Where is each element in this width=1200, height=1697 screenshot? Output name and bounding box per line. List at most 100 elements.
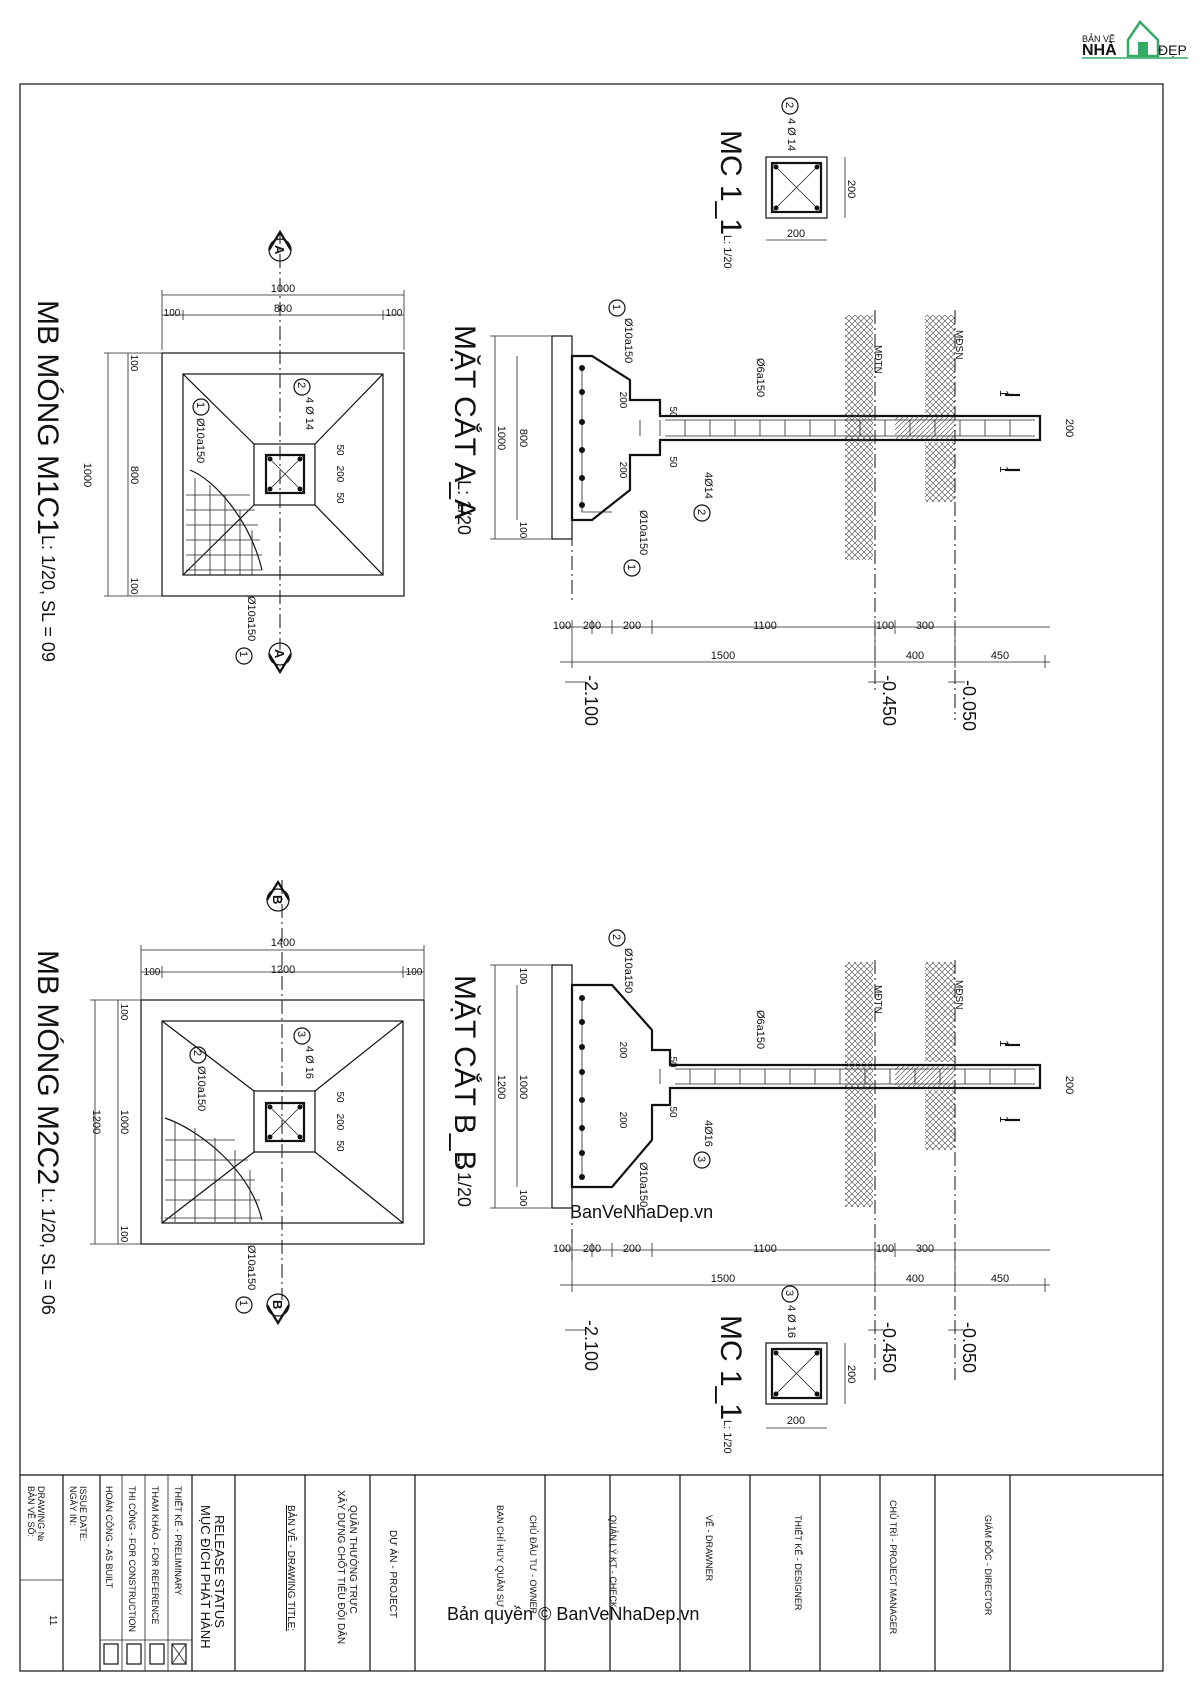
step-a-top: 200 [617, 1042, 628, 1059]
drawing-title-line1: XÂY DỰNG CHỐT TIỂU ĐỘI DÂN [335, 1490, 349, 1644]
soil-ground [845, 315, 873, 560]
rebar-label-2: 4 Ø 14 [303, 397, 315, 430]
status-preliminary: THIẾT KẾ - PRELIMINARY [173, 1486, 183, 1595]
ground-label: MĐTN [872, 345, 883, 374]
mc-bars: 4 Ø 16 [785, 1305, 797, 1338]
dim-v-2: 100 [517, 522, 528, 539]
column [264, 1101, 306, 1143]
rebar-tag-2: 2 [191, 1050, 203, 1056]
owner-name: BAN CHỈ HUY QUÂN SỰ [495, 1505, 506, 1608]
column-pedestal [253, 443, 316, 506]
status-construction: THI CÔNG - FOR CONSTRUCTION [127, 1486, 137, 1632]
mc-bottom: 200 200 3 4 Ø 16 MC 1_1 L: 1/20 [714, 1285, 857, 1454]
dim-edge-right: 100 [406, 967, 423, 978]
plan-m1c1: 1000 800 100 100 1000 800 100 100 50 200… [31, 229, 405, 675]
dim-mid-top: 800 [274, 303, 292, 315]
level-2: -0.450 [879, 1322, 899, 1373]
mc-dim-h: 200 [787, 228, 805, 240]
logo-right-text: ĐẸP [1158, 42, 1187, 58]
dim-total-left: 1000 [81, 463, 93, 487]
mc-scale: L: 1/20 [721, 235, 733, 269]
dim-edge-top: 100 [128, 355, 139, 372]
top-bar-label: Ø10a150 [622, 318, 634, 363]
checkbox-reference [149, 1643, 165, 1665]
dim-r1-1: 200 [583, 620, 601, 632]
dim-total-top: 1400 [271, 937, 295, 949]
section-marker-bottom: A [272, 649, 287, 659]
dim-edge-right: 100 [386, 308, 403, 319]
mc-bars: 4 Ø 14 [785, 118, 797, 151]
dim-total-top: 1000 [271, 283, 295, 295]
drawing-no-label-vi: BẢN VẼ SỐ: [26, 1486, 37, 1537]
rebar-tag-1: 1 [237, 1300, 249, 1306]
drawner-label: VẼ - DRAWNER [704, 1515, 714, 1582]
dim-r1-2: 200 [623, 1243, 641, 1255]
watermark-bottom: Bản quyền © BanVeNhaDep.vn [447, 1604, 699, 1624]
drawing-title-label: BẢN VẼ - DRAWING TITLE: [285, 1505, 298, 1631]
col-dim-c: 50 [334, 1140, 345, 1152]
mc-tag: 3 [783, 1290, 795, 1296]
owner-label: CHỦ ĐẦU TƯ - OWNER [528, 1515, 539, 1615]
dim-r2-0: 1500 [711, 650, 735, 662]
bars-tag: 3 [695, 1156, 707, 1162]
checkbox-preliminary [171, 1643, 187, 1665]
check-label: QUẢN LÝ KT - CHECK [608, 1515, 619, 1608]
pm-label: CHỦ TRÌ - PROJECT MANAGER [888, 1500, 899, 1635]
issue-date-label-vi: NGÀY IN: [68, 1486, 78, 1525]
title-block: BẢN VẼ SỐ: DRAWING № 11 NGÀY IN: ISSUE D… [20, 1474, 1163, 1671]
soil-ground [845, 962, 873, 1207]
soil-floor-bottom [925, 1090, 955, 1150]
dim-edge-bottom: 100 [128, 578, 139, 595]
release-title-en: RELEASE STATUS [212, 1515, 227, 1628]
dim-r2-1: 400 [906, 1273, 924, 1285]
bottom-bar-label: Ø10a150 [637, 510, 649, 555]
step-b-top: 50 [667, 406, 678, 418]
drawing-no-label-en: DRAWING № [36, 1486, 46, 1542]
dim-r2-2: 450 [991, 1273, 1009, 1285]
mc-dim-v: 200 [845, 180, 857, 198]
lean-concrete [551, 335, 573, 540]
mc-dim-h: 200 [787, 1415, 805, 1427]
mc-tag: 2 [783, 102, 795, 108]
col-dim-b: 200 [334, 466, 345, 483]
rebar-label-bottom: Ø10a150 [245, 596, 257, 641]
rebar-tag-bottom: 1 [237, 651, 249, 657]
section-marker-top: B [270, 895, 285, 904]
rebar-tag-1: 1 [194, 402, 206, 408]
plan-scale: L: 1/20, SL = 09 [38, 535, 58, 662]
dim-mid-left: 800 [128, 466, 140, 484]
mc-dim-v: 200 [845, 1365, 857, 1383]
drawing-title-line2: QUÂN THƯỜNG TRỰC [347, 1505, 360, 1614]
soil-floor-bottom [925, 442, 955, 502]
dim-r1-3: 1100 [753, 620, 777, 632]
section-marker-top: A [272, 245, 287, 255]
check-mark-icon [171, 1643, 187, 1665]
floor-label: MĐSN [953, 330, 964, 359]
watermark-center: BanVeNhaDep.vn [570, 1202, 713, 1222]
bars-tag: 2 [695, 509, 707, 515]
floor-slab [895, 1065, 955, 1088]
step-a-bottom: 200 [617, 1112, 628, 1129]
dim-edge-top: 100 [118, 1004, 129, 1021]
bottom-bar-label: Ø10a150 [637, 1162, 649, 1207]
top-bar-tag: 2 [610, 934, 622, 940]
col-width: 200 [1063, 419, 1075, 437]
rebar-label-2: Ø10a150 [195, 1066, 207, 1111]
drawing-no-value: 11 [47, 1615, 58, 1626]
release-title-vi: MỤC ĐÍCH PHÁT HÀNH [198, 1505, 213, 1649]
section-b-b: 100 200 200 1100 100 300 1500 400 450 12… [448, 929, 1075, 1380]
level-2: -0.450 [879, 675, 899, 726]
step-b-bottom: 50 [667, 456, 678, 468]
top-bar-label: Ø10a150 [622, 948, 634, 993]
dim-edge-bottom: 100 [118, 1226, 129, 1243]
mc-title: MC 1_1 [714, 130, 747, 235]
bottom-bar-tag: 1 [625, 564, 637, 570]
dim-r1-0: 100 [553, 620, 571, 632]
dim-v-0: 1000 [495, 426, 507, 450]
col-dim-b: 200 [334, 1114, 345, 1131]
cut-tag-top: 1 [997, 1040, 1011, 1047]
dim-v-1: 800 [517, 429, 529, 447]
issue-date-label-en: ISSUE DATE: [78, 1486, 88, 1541]
level-1: -2.100 [581, 1320, 601, 1371]
logo: BẢN VẼ NHÀ ĐẸP [1082, 20, 1188, 59]
